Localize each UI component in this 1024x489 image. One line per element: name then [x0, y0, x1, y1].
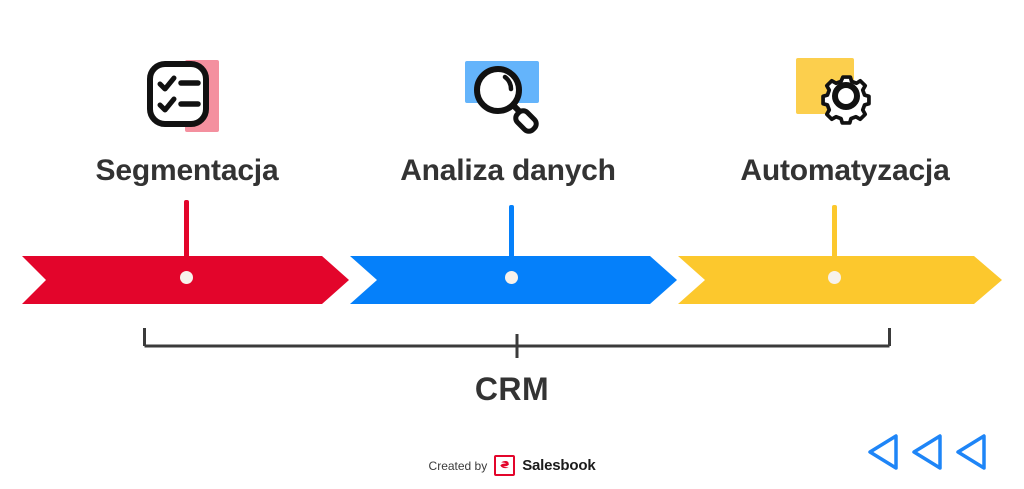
navigation-arrows[interactable] [866, 429, 994, 475]
prev-arrow-icon[interactable] [866, 432, 900, 472]
gear-icon [821, 75, 871, 125]
step-2-icon-wrap [453, 52, 563, 138]
step-1-label: Segmentacja [95, 154, 279, 187]
magnifier-icon [474, 66, 539, 134]
salesbook-logo-icon [494, 455, 516, 476]
connector-stem-2 [509, 205, 514, 278]
connector-stem-1 [184, 200, 189, 278]
footer-attribution: Created by Salesbook [0, 455, 1024, 476]
crm-grouping-bracket [143, 328, 891, 358]
step-segmentacja: Segmentacja [37, 52, 337, 188]
step-2-label: Analiza danych [400, 154, 616, 187]
connector-stem-3 [832, 205, 837, 278]
prev-arrow-icon[interactable] [910, 432, 944, 472]
brand-name: Salesbook [522, 457, 596, 474]
node-dot-1 [180, 271, 193, 284]
step-automatyzacja: Automatyzacja [695, 52, 995, 188]
step-3-icon-wrap [790, 52, 900, 138]
step-analiza-danych: Analiza danych [358, 52, 658, 188]
step-3-label: Automatyzacja [740, 154, 950, 187]
step-1-icon-wrap [132, 52, 242, 138]
node-dot-2 [505, 271, 518, 284]
crm-label: CRM [474, 371, 550, 407]
node-dot-3 [828, 271, 841, 284]
created-by-label: Created by [428, 458, 488, 473]
prev-arrow-icon[interactable] [954, 432, 988, 472]
checklist-icon [147, 61, 209, 127]
